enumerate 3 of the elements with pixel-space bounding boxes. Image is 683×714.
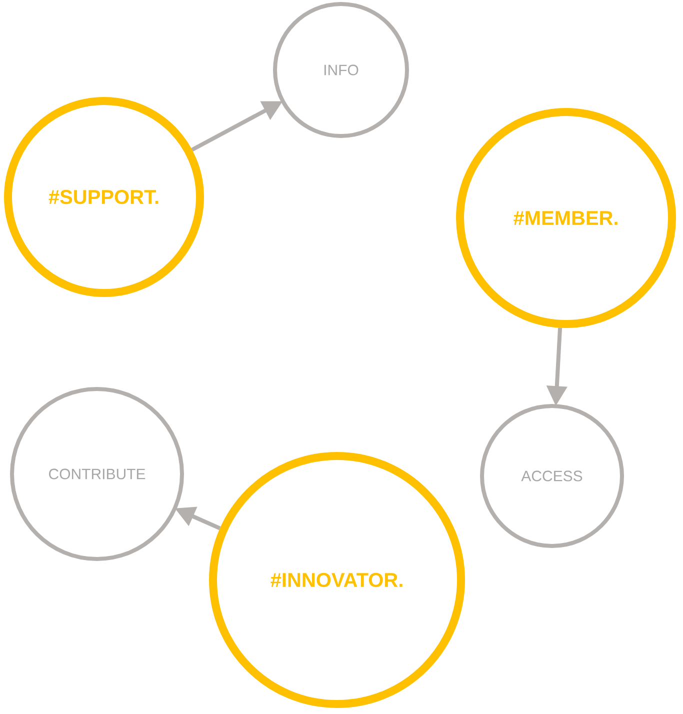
circle-node: INFO — [273, 2, 409, 138]
circle-node: CONTRIBUTE — [10, 387, 184, 561]
circle-node: ACCESS — [480, 404, 624, 548]
